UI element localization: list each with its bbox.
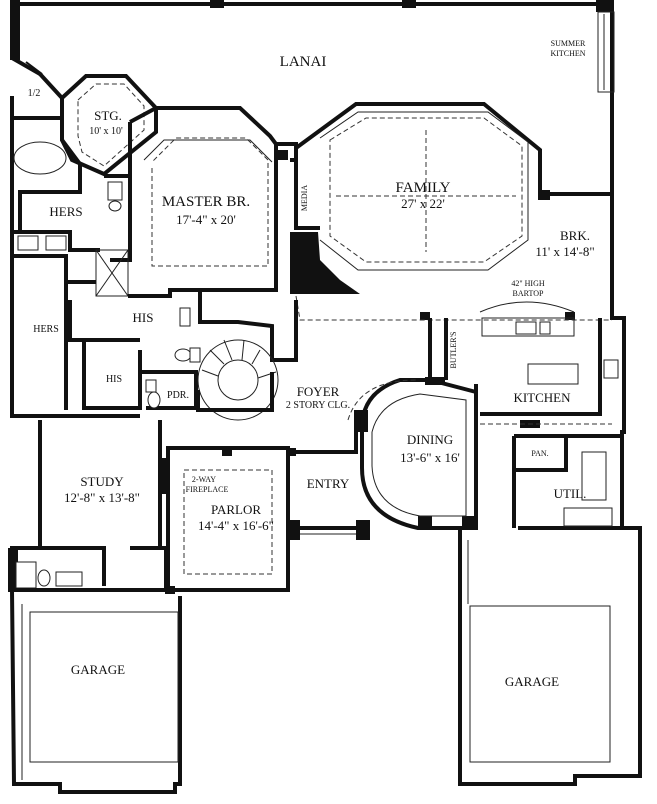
label-family-size: 27' x 22' xyxy=(401,196,445,211)
garage-right xyxy=(467,540,611,763)
family-room xyxy=(276,102,612,294)
label-kitchen: KITCHEN xyxy=(513,390,571,405)
label-hers-closet: HERS xyxy=(33,324,59,335)
label-brk: BRK. xyxy=(560,228,590,243)
label-master: MASTER BR. xyxy=(162,194,250,210)
room-labels: LANAI SUMMER KITCHEN 1/2 STG. 10' x 10' … xyxy=(28,39,595,689)
label-utility: UTIL. xyxy=(554,486,587,501)
summer-kitchen-counter xyxy=(597,11,615,93)
label-foyer-note: 2 STORY CLG. xyxy=(286,400,350,411)
label-foyer: FOYER xyxy=(297,384,340,399)
label-summer-kitchen-2: KITCHEN xyxy=(550,49,585,58)
staircase xyxy=(196,300,298,421)
label-summer-kitchen-1: SUMMER xyxy=(551,39,586,48)
label-hers-bath: HERS xyxy=(49,204,82,219)
master-bedroom xyxy=(128,106,278,292)
utility xyxy=(512,434,622,528)
label-study: STUDY xyxy=(80,474,124,489)
label-his-closet: HIS xyxy=(106,374,122,385)
entry xyxy=(290,432,358,535)
label-lanai: LANAI xyxy=(280,54,327,70)
label-bartop-1: 42" HIGH xyxy=(511,279,544,288)
label-butlers: BUTLER'S xyxy=(449,332,458,369)
label-entry: ENTRY xyxy=(307,476,350,491)
dining-room xyxy=(347,378,478,530)
label-family: FAMILY xyxy=(396,180,451,196)
study xyxy=(12,420,180,592)
label-dining-size: 13'-6" x 16' xyxy=(400,450,460,465)
label-pantry: PAN. xyxy=(531,449,548,458)
label-storage: STG. xyxy=(94,108,122,123)
label-powder: PDR. xyxy=(167,390,189,401)
label-fireplace-2: FIREPLACE xyxy=(186,485,229,494)
label-study-size: 12'-8" x 13'-8" xyxy=(64,490,140,505)
label-master-size: 17'-4" x 20' xyxy=(176,212,236,227)
parlor xyxy=(166,446,290,592)
label-parlor: PARLOR xyxy=(211,502,261,517)
label-his: HIS xyxy=(133,310,154,325)
label-storage-size: 10' x 10' xyxy=(89,126,123,137)
label-fireplace-1: 2-WAY xyxy=(192,475,216,484)
label-garage-left: GARAGE xyxy=(71,662,125,677)
label-parlor-size: 14'-4" x 16'-6" xyxy=(198,518,274,533)
master-bath xyxy=(12,116,132,297)
label-dining: DINING xyxy=(407,432,453,447)
label-garage-right: GARAGE xyxy=(505,674,559,689)
garage-left xyxy=(21,604,179,780)
label-brk-size: 11' x 14'-8" xyxy=(535,244,594,259)
label-bartop-2: BARTOP xyxy=(513,289,544,298)
label-media: MEDIA xyxy=(300,185,309,211)
label-half-bath: 1/2 xyxy=(28,88,41,99)
